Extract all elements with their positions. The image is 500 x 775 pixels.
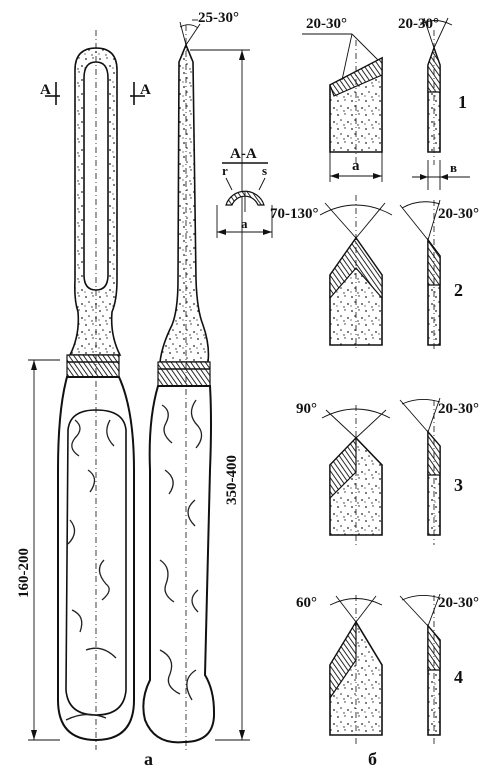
row2-angle-side: 20-30°: [438, 206, 479, 222]
row3-number: 3: [454, 475, 463, 495]
section-a-label: a: [241, 216, 248, 231]
section-mark-left: A: [40, 82, 51, 98]
row4-number: 4: [454, 667, 463, 687]
row1-number: 1: [458, 92, 467, 112]
row3-angle-side: 20-30°: [438, 401, 479, 417]
section-title: A-A: [230, 146, 257, 162]
row1-angle-side: 20-30°: [398, 16, 439, 32]
profile-row-1: [302, 17, 470, 190]
row4-angle-front: 60°: [296, 595, 317, 611]
profile-row-4: [329, 593, 441, 745]
row1-angle-front: 20-30°: [306, 16, 347, 32]
dim-total-label: 350-400: [224, 455, 240, 505]
dim-handle-label: 160-200: [16, 548, 32, 598]
row2-angle-front: 70-130°: [270, 206, 319, 222]
caption-a: а: [144, 749, 153, 769]
section-a-a: [216, 162, 273, 238]
profile-row-3: [321, 397, 441, 545]
section-s-label: s: [262, 163, 267, 178]
profile-row-2: [319, 195, 441, 350]
row2-number: 2: [454, 280, 463, 300]
tip-angle-label: 25-30°: [198, 10, 239, 26]
row4-angle-side: 20-30°: [438, 595, 479, 611]
row1-thickness-b: в: [450, 160, 457, 175]
caption-b: б: [368, 749, 377, 769]
chisel-front-view: [28, 30, 145, 750]
section-mark-right: A: [140, 82, 151, 98]
chisel-side-view: [142, 19, 250, 750]
row1-width-a: a: [352, 158, 360, 174]
row3-angle-front: 90°: [296, 401, 317, 417]
section-r-label: r: [222, 163, 228, 178]
